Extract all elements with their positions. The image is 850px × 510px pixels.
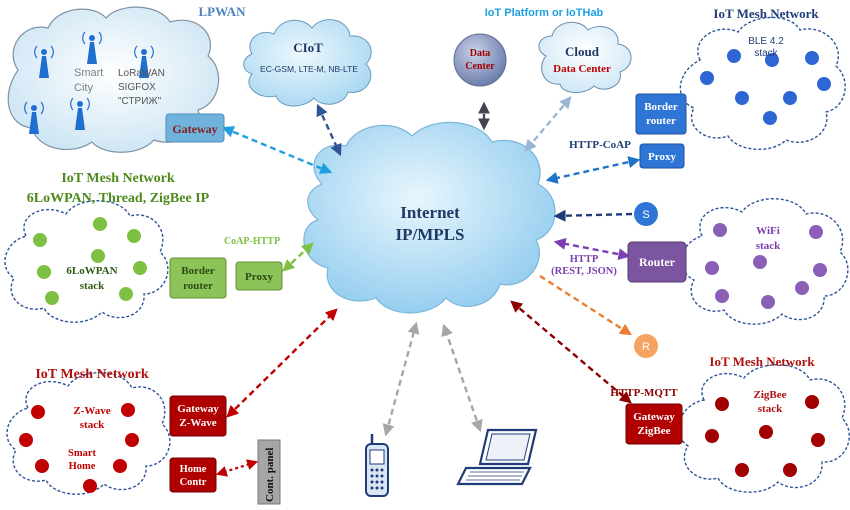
phone-icon <box>365 434 389 497</box>
ble-proxy-label: Proxy <box>648 151 676 163</box>
arrow-r-internet <box>539 274 633 336</box>
lpwan-tower-icons <box>24 31 154 134</box>
zigbee-nodes <box>705 395 825 477</box>
arrow-zigbee-internet <box>510 300 632 404</box>
wifi-nodes <box>705 223 827 309</box>
wifi-router-box <box>627 241 687 283</box>
zigbee-gateway-box <box>625 403 683 445</box>
ciot-title: CIoT <box>293 40 323 55</box>
sixlowpan-protocol-label: CoAP-HTTP <box>224 236 280 247</box>
cont-panel-label: Cont. panel <box>264 448 276 502</box>
wifi-protocol-label: HTTP(REST, JSON) <box>551 254 617 277</box>
s-node-label: S <box>642 209 649 221</box>
zigbee-title: IoT Mesh Network <box>709 354 815 369</box>
arrow-phone-internet <box>382 321 420 437</box>
ciot-subtitle: EC-GSM, LTE-M, NB-LTE <box>260 64 358 74</box>
ciot-cloud <box>243 19 372 107</box>
ble-border-router-box <box>635 93 687 135</box>
data-center-sphere <box>453 33 507 87</box>
platform-title: IoT Platform or IoTHab <box>485 7 604 19</box>
ble-nodes <box>700 49 831 125</box>
arrow-laptop-internet <box>441 323 483 433</box>
cloud-label: Cloud <box>565 44 600 59</box>
zwave-title: IoT Mesh Network <box>35 367 149 382</box>
ble-mesh-cloud <box>679 16 846 151</box>
sixlowpan-nodes <box>33 217 147 305</box>
zigbee-protocol-label: HTTP-MQTT <box>610 387 678 399</box>
arrow-sixlowpan-proxy-internet <box>282 242 314 272</box>
arrow-s-internet <box>553 209 633 222</box>
sixlowpan-proxy-label: Proxy <box>245 271 273 283</box>
lpwan-gateway-label: Gateway <box>172 122 217 136</box>
arrow-homecontr-panel <box>215 459 259 477</box>
arrow-gateway-internet <box>221 126 333 174</box>
home-contr-box <box>169 457 217 493</box>
wifi-router-label: Router <box>639 255 676 269</box>
internet-label: Internet <box>400 203 460 222</box>
internet-cloud <box>303 121 556 314</box>
cont-panel-box <box>257 439 281 505</box>
sixlowpan-mesh-cloud <box>4 200 169 323</box>
ble-protocol-label: HTTP-CoAP <box>569 139 631 151</box>
r-node-circle <box>634 334 658 358</box>
cloud-datacenter-cloud <box>538 21 632 93</box>
arrow-ciot-internet <box>316 103 342 157</box>
sixlowpan-border-router-box <box>169 257 227 299</box>
sixlowpan-proxy-box <box>235 261 283 291</box>
lpwan-title: LPWAN <box>199 4 247 19</box>
lpwan-gateway-box <box>165 113 225 143</box>
cloud-data-center-label: Data Center <box>553 63 611 75</box>
zwave-gateway-box <box>169 395 227 437</box>
r-node-label: R <box>642 341 650 353</box>
arrow-zwave-internet <box>226 308 338 418</box>
s-node-circle <box>634 202 658 226</box>
internet-protocol-label: IP/MPLS <box>396 225 465 244</box>
zwave-mesh-cloud <box>6 372 171 495</box>
arrow-clouddc-internet <box>524 96 572 152</box>
arrow-router-internet <box>553 237 631 261</box>
ble-mesh-title: IoT Mesh Network <box>713 6 819 21</box>
ble-proxy-box <box>639 143 685 169</box>
laptop-icon <box>456 428 538 486</box>
zwave-nodes <box>19 403 139 493</box>
arrow-proxy-internet <box>545 156 641 184</box>
